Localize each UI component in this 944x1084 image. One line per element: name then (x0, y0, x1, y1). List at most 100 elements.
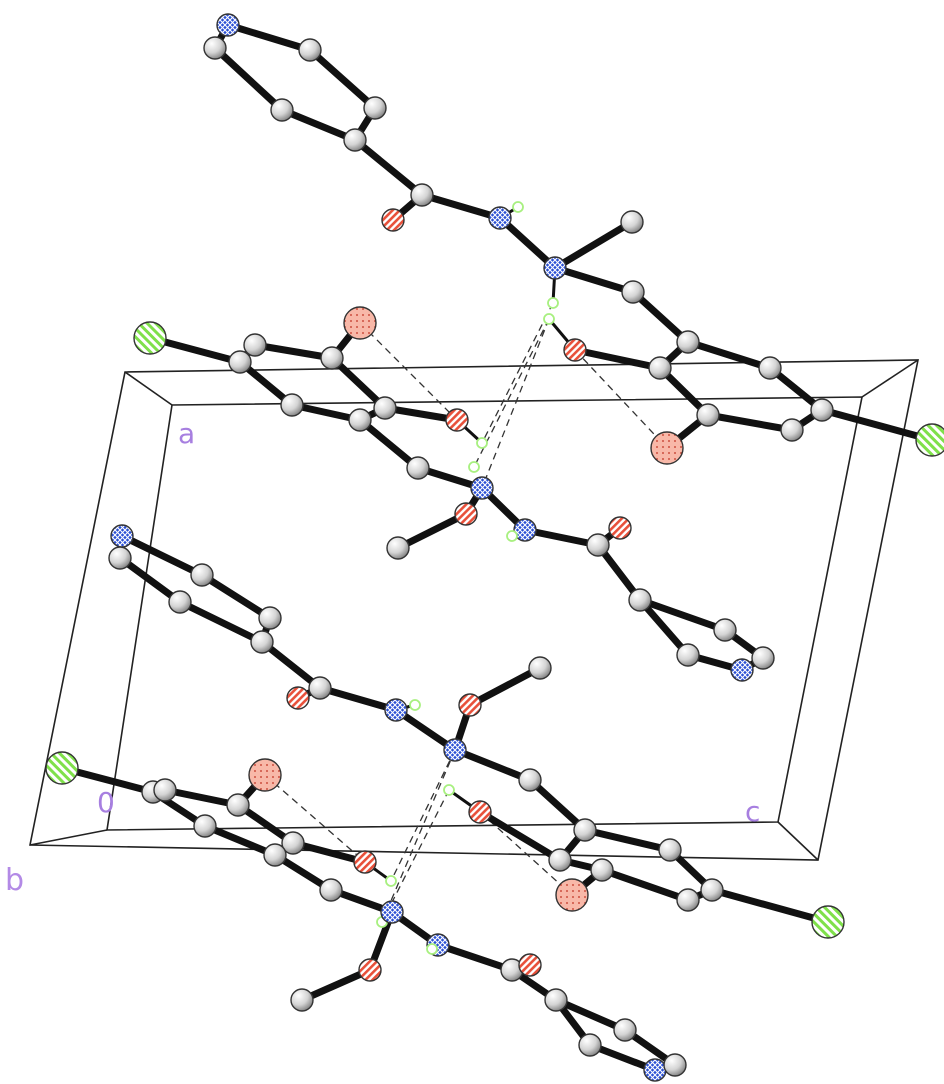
hydrogen-bond (481, 318, 550, 489)
carbon-atom (780, 418, 804, 442)
carbon-atom (153, 778, 177, 802)
bond (278, 106, 359, 144)
carbon-atom (373, 396, 397, 420)
bond (201, 822, 279, 859)
oxygen-atom (563, 338, 587, 362)
hydrogen-bond (574, 349, 668, 449)
carbon-atom (676, 330, 700, 354)
bond (552, 996, 629, 1034)
nitrogen-atom (488, 206, 512, 230)
bond (466, 664, 544, 709)
carbon-atom (696, 403, 720, 427)
axis-label-b: b (5, 863, 24, 898)
oxygen-atom (518, 953, 542, 977)
carbon-atom (243, 333, 267, 357)
carbon-atom (663, 1053, 687, 1077)
hydrogen-atom (443, 784, 455, 796)
carbon-atom (298, 38, 322, 62)
oxygen-atom-dotted (248, 758, 282, 792)
carbon-atom (578, 1033, 602, 1057)
nitrogen-atom (216, 13, 240, 37)
bond (116, 554, 184, 606)
hydrogen-atom (468, 461, 480, 473)
hydrogen-atom (385, 875, 397, 887)
carbon-atom (363, 96, 387, 120)
chlorine-atom (811, 905, 845, 939)
bond (636, 596, 729, 634)
bond (306, 46, 379, 112)
axis-label-a: a (178, 417, 195, 450)
bond (118, 532, 206, 579)
oxygen-atom (353, 850, 377, 874)
cell-corner-edge (124, 371, 173, 406)
oxygen-atom (608, 516, 632, 540)
carbon-atom (758, 356, 782, 380)
carbon-atom (528, 656, 552, 680)
bond (629, 288, 692, 346)
bond (636, 596, 692, 659)
bond (581, 826, 674, 854)
bond (684, 338, 774, 372)
carbon-atom (270, 98, 294, 122)
bond (526, 776, 589, 834)
nitrogen-atom (543, 256, 567, 280)
hydrogen-atom (547, 297, 559, 309)
hydrogen-atom (512, 201, 524, 213)
carbon-atom (250, 630, 274, 654)
nitrogen-atom (443, 738, 467, 762)
hydrogen-atom (409, 699, 421, 711)
bond (451, 746, 534, 784)
bond (161, 786, 242, 809)
bond (598, 866, 692, 904)
carbon-atom (586, 533, 610, 557)
carbon-atom (628, 588, 652, 612)
carbon-atom (620, 210, 644, 234)
carbon-atom (676, 888, 700, 912)
chlorine-atom (133, 321, 167, 355)
hydrogen-bond (479, 811, 573, 896)
bond (224, 21, 314, 54)
bond (551, 218, 636, 272)
hydrogen-bond (381, 749, 456, 923)
oxygen-atom (458, 693, 482, 717)
bond (571, 346, 664, 372)
carbon-atom (190, 563, 214, 587)
bond (418, 191, 504, 222)
carbon-atom (648, 356, 672, 380)
hydrogen-bond (264, 774, 366, 863)
bond (356, 416, 422, 472)
carbon-atom (228, 350, 252, 374)
carbon-atom (406, 456, 430, 480)
oxygen-atom-dotted (555, 878, 589, 912)
carbon-atom (168, 590, 192, 614)
oxygen-atom-dotted (650, 431, 684, 465)
carbon-atom (193, 814, 217, 838)
nitrogen-atom (110, 524, 134, 548)
carbon-atom (290, 988, 314, 1012)
bond (521, 526, 602, 549)
carbon-atom (676, 643, 700, 667)
carbon-atom (280, 393, 304, 417)
nitrogen-atom (384, 698, 408, 722)
bond (351, 136, 426, 199)
carbon-atom (518, 768, 542, 792)
carbon-atom (258, 606, 282, 630)
bond (316, 684, 400, 714)
carbon-atom (658, 838, 682, 862)
hydrogen-atom (543, 313, 555, 325)
bond (298, 966, 374, 1004)
carbon-atom (590, 858, 614, 882)
carbon-atom (319, 878, 343, 902)
carbon-atom (348, 408, 372, 432)
bond (381, 404, 461, 424)
carbon-atom (751, 646, 775, 670)
carbon-atom (226, 793, 250, 817)
oxygen-atom (358, 958, 382, 982)
nitrogen-atom (470, 476, 494, 500)
carbon-atom (108, 546, 132, 570)
bond (392, 706, 459, 754)
hydrogen-atom (506, 530, 518, 542)
hydrogen-bond (381, 789, 450, 923)
nitrogen-atom (730, 658, 754, 682)
